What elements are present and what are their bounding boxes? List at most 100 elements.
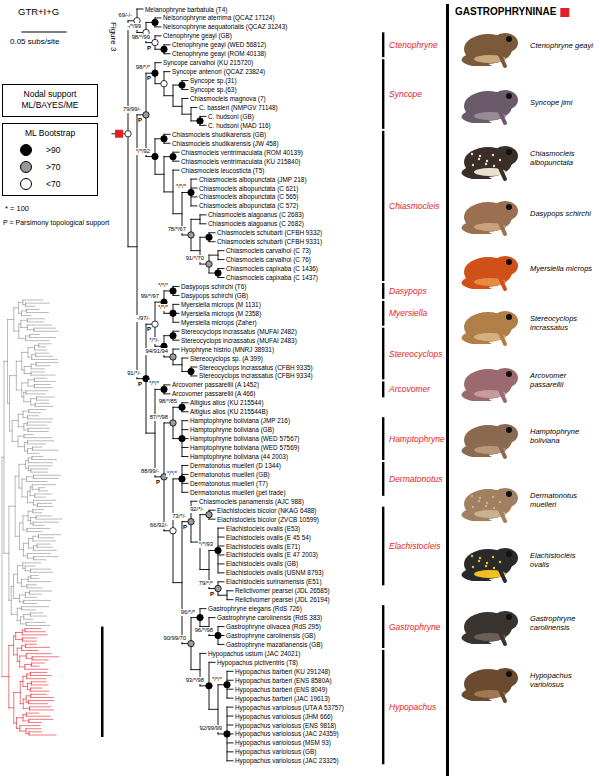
- taxon-label: Myersiella microps (Zaher): [181, 318, 257, 327]
- genus-label: Myersiella: [389, 308, 427, 318]
- thumbnail-branch: [12, 420, 18, 421]
- tree-branch: [218, 250, 224, 251]
- tree-branch: [182, 492, 188, 493]
- genus-bar: [382, 131, 384, 281]
- thumbnail-branch: [28, 548, 33, 549]
- taxon-label: Elachistocleis surinamensis (E51): [226, 577, 322, 586]
- taxon-label: Gastrophryne carolinensis (GB): [226, 631, 316, 640]
- thumbnail-branch: [20, 549, 24, 550]
- tree-branch: [155, 26, 161, 27]
- taxon-label: Dermatonotus muelleri (D 1344): [190, 461, 281, 470]
- thumbnail-branch: [27, 481, 47, 482]
- thumbnail-branch: [26, 312, 48, 313]
- frog-head: [492, 90, 518, 110]
- thumbnail-branch: [28, 357, 32, 358]
- thumbnail-branch: [28, 428, 50, 429]
- tree-branch: [209, 709, 218, 710]
- tree-branch: [227, 716, 233, 717]
- tree-branch: [191, 375, 197, 376]
- thumbnail-branch: [36, 362, 58, 363]
- species-caption: Syncope jimi: [530, 98, 596, 107]
- thumbnail-branch: [27, 584, 36, 585]
- frog-spot: [472, 506, 474, 508]
- thumbnail-branch: [23, 720, 29, 721]
- legend-text: <70: [46, 178, 60, 190]
- taxon-label: Chiasmocleis ventrimaculata (ROM 40139): [181, 148, 303, 157]
- thumbnail-branch: [31, 404, 35, 405]
- frog-arm: [500, 168, 505, 179]
- frog-spot: [479, 155, 481, 157]
- taxon-label: Gastrophryne olivacea (RdS 295): [226, 622, 321, 631]
- support-circle: [170, 288, 176, 294]
- frog-arm: [500, 278, 505, 289]
- support-circle: [197, 614, 203, 620]
- tree-branch: [191, 501, 197, 502]
- frog-head: [492, 201, 518, 221]
- tree-branch: [227, 689, 233, 690]
- genus-label: Arcovomer: [389, 384, 430, 394]
- thumbnail-branch: [32, 489, 39, 490]
- tree-branch: [209, 510, 215, 511]
- taxon-label: Stereocyclops incrassatus (MUFAI 2483): [181, 336, 297, 345]
- taxon-label: Syncope sp.(31): [190, 76, 237, 85]
- thumbnail-branch: [31, 666, 39, 667]
- support-circle: [170, 420, 176, 426]
- frog-spot: [499, 159, 501, 161]
- thumbnail-branch: [32, 447, 41, 448]
- tree-branch: [191, 250, 200, 251]
- thumbnail-branch: [29, 731, 42, 732]
- support-value: 98/*/99: [131, 34, 151, 41]
- thumbnail-branch: [26, 713, 39, 714]
- legend-swatch: [20, 161, 32, 173]
- thumbnail-branch: [28, 465, 52, 466]
- thumbnail-branch: [32, 484, 55, 485]
- thumbnail-branch: [24, 603, 37, 604]
- thumbnail-branch: [28, 520, 31, 521]
- support-circle: [170, 153, 176, 159]
- frog-spot: [478, 158, 480, 160]
- thumbnail-branch: [32, 459, 57, 460]
- thumbnail-branch: [19, 464, 26, 465]
- thumbnail-branch: [27, 587, 42, 588]
- thumbnail-branch: [33, 504, 37, 505]
- thumbnail-branch: [26, 306, 35, 307]
- thumbnail-branch: [34, 559, 46, 560]
- taxon-label: Hamptophryne boliviana (44 2003): [190, 452, 288, 461]
- tree-branch: [191, 196, 197, 197]
- thumbnail-branch: [27, 443, 45, 444]
- thumbnail-branch: [14, 654, 18, 655]
- support-circle: [188, 518, 194, 524]
- tree-branch: [164, 44, 170, 45]
- thumbnail-branch: [19, 338, 26, 339]
- thumbnail-branch: [14, 636, 16, 637]
- thumbnail-branch: [17, 661, 19, 662]
- thumbnail-branch: [21, 586, 27, 587]
- clade-marker: [560, 8, 569, 17]
- tree-branch: [146, 433, 155, 434]
- thumbnail-branch: [31, 578, 39, 579]
- taxon-label: Hypopachus barberi (JAC 19613): [235, 694, 330, 703]
- thumbnail-branch: [9, 645, 14, 646]
- genus-bar: [382, 59, 384, 129]
- genus-bar: [382, 32, 384, 57]
- legend-swatch: [20, 178, 32, 190]
- taxon-label: Chiasmocleis schubarti (CFBH 9332): [217, 228, 322, 237]
- subset-bar: [101, 627, 104, 737]
- support-value: 93/*/98: [185, 677, 205, 684]
- thumbnail-branch: [34, 387, 52, 388]
- tree-branch: [173, 106, 182, 107]
- thumbnail-branch: [2, 457, 3, 676]
- thumbnail-branch: [27, 558, 33, 559]
- tree-branch: [218, 277, 224, 278]
- thumbnail-branch: [37, 397, 55, 398]
- support-circle: [170, 528, 176, 534]
- thumbnail-branch: [34, 478, 58, 479]
- frog-spot: [493, 165, 495, 167]
- figure-reference: Figure 3: [108, 22, 118, 51]
- thumbnail-branch: [38, 534, 60, 535]
- thumbnail-branch: [22, 310, 27, 311]
- frog-head: [492, 146, 518, 166]
- thumbnail-branch: [30, 691, 49, 692]
- tree-branch: [173, 304, 179, 305]
- thumbnail-branch: [34, 556, 58, 557]
